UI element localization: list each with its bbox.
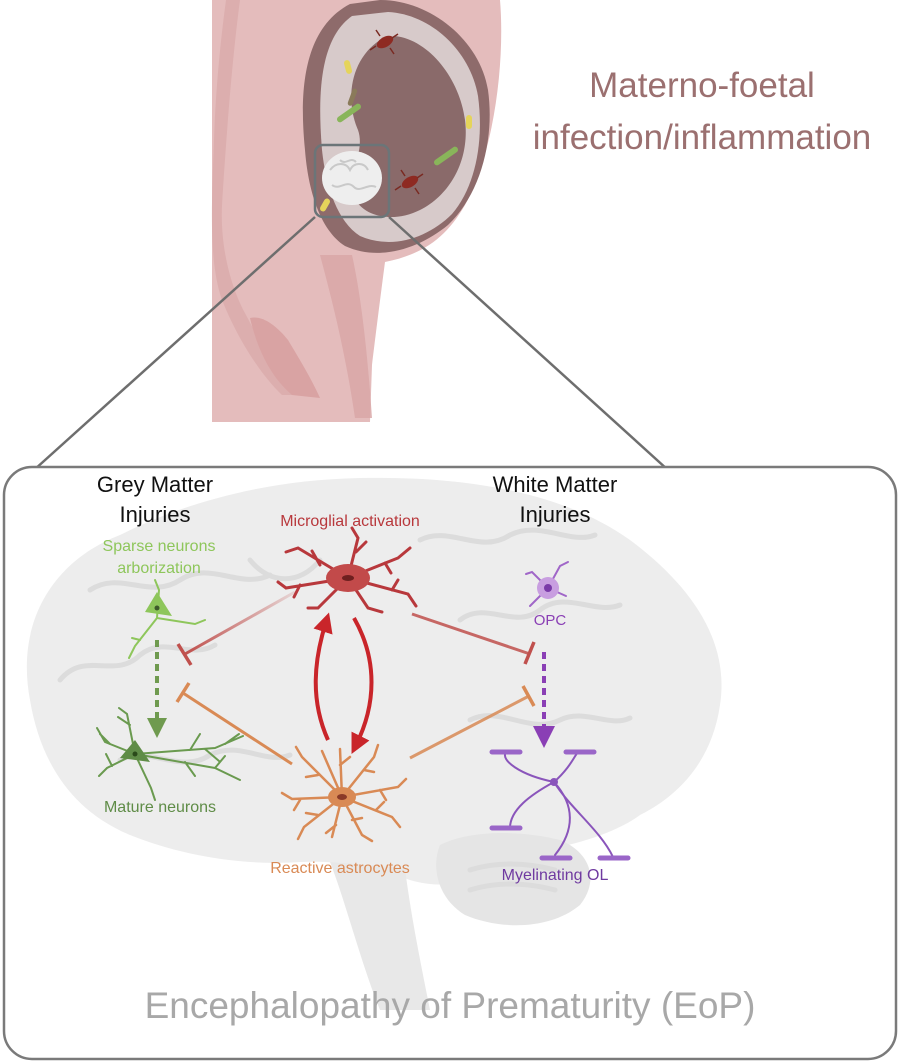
microglia-label: Microglial activation — [280, 513, 420, 530]
bacterium-brown — [347, 88, 358, 106]
opc-label: OPC — [533, 612, 567, 629]
arrow-astrocyte-to-microglia — [313, 612, 333, 741]
microglia-inhibition-left — [176, 590, 296, 666]
myelin-sheaths — [489, 749, 631, 861]
foetal-brain — [322, 151, 382, 205]
astrocyte-inhibition-right — [409, 685, 536, 760]
bacterium-green — [336, 103, 362, 123]
mother-arm — [211, 0, 300, 395]
white-matter-heading: White Matter Injuries — [492, 472, 618, 527]
maternal-title: Materno-foetal infection/inflammation — [504, 60, 900, 164]
zoom-line-left — [33, 216, 316, 471]
opc-cell — [525, 561, 569, 607]
astrocyte-inhibition-left — [175, 682, 293, 766]
myelinating-ol-label: Myelinating OL — [501, 867, 609, 884]
microglia-cell — [276, 526, 418, 614]
maternal-title-line2: infection/inflammation — [532, 118, 872, 157]
parasite-red — [369, 29, 399, 55]
maternal-title-line1: Materno-foetal — [589, 66, 815, 105]
grey-matter-heading: Grey Matter Injuries — [96, 472, 214, 527]
zoom-box — [313, 143, 391, 219]
mature-neuron-cell — [96, 707, 244, 801]
sparse-neurons-label: Sparse neurons arborization — [102, 538, 216, 577]
bacterium-yellow — [320, 198, 330, 212]
mature-neurons-label: Mature neurons — [103, 799, 217, 816]
astrocytes-label: Reactive astrocytes — [270, 860, 410, 877]
opc-maturation-arrow-head — [533, 726, 555, 748]
zoom-line-right — [388, 216, 669, 471]
microglia-inhibition-right — [411, 612, 536, 665]
eop-footer-title: Encephalopathy of Prematurity (EoP) — [144, 985, 756, 1026]
arrow-microglia-to-astrocyte — [351, 617, 374, 754]
mother-leg — [320, 255, 372, 418]
brain-stem — [330, 862, 430, 1010]
pregnant-mother-illustration — [211, 0, 502, 422]
bacterium-green — [433, 146, 459, 166]
bacterium-yellow — [343, 60, 353, 74]
mother-hand — [250, 317, 320, 398]
parasite-red — [394, 169, 424, 195]
astrocyte-cell — [280, 743, 408, 843]
neuron-maturation-arrow-head — [147, 718, 167, 738]
sparse-neuron-cell — [128, 579, 206, 659]
bacterium-yellow — [466, 115, 472, 129]
